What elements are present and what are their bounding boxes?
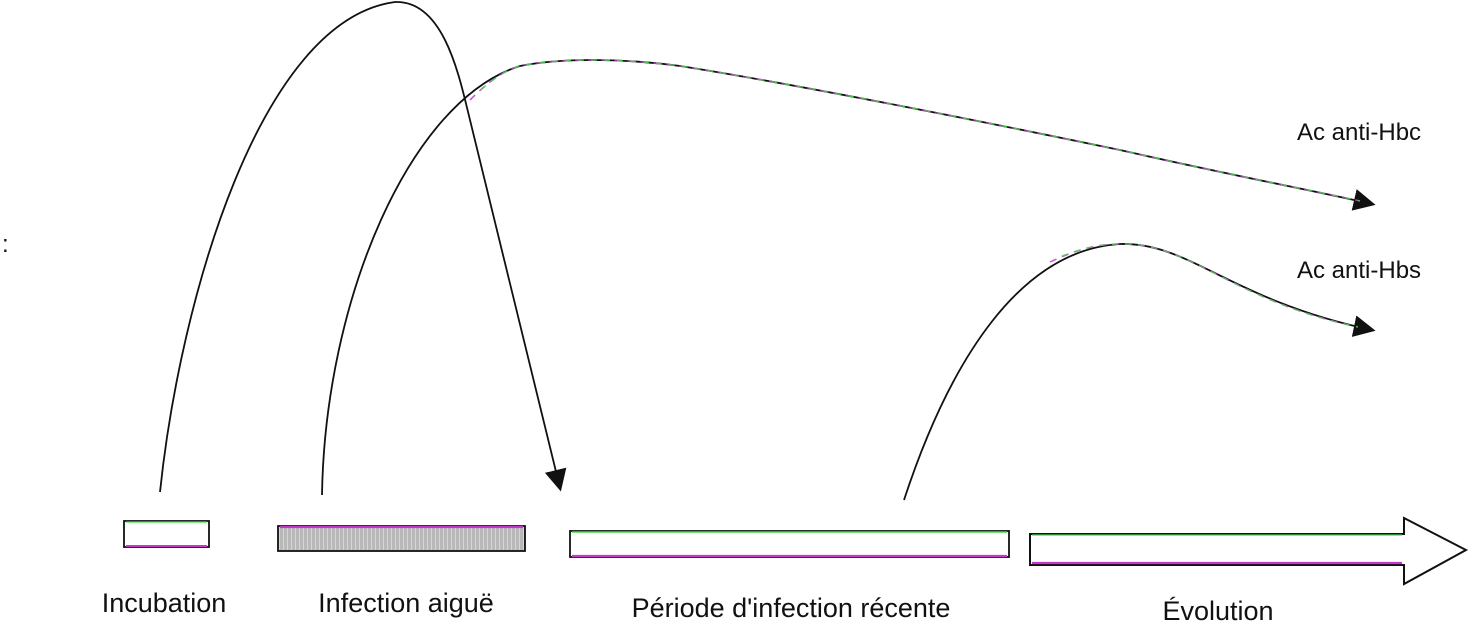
- phase-box-recent-infection: [569, 530, 1010, 558]
- curve-ac-anti-hbc: [321, 59, 1376, 496]
- label-evolution: Évolution: [1162, 596, 1273, 626]
- curve-ac-anti-hbc-color-overlay: [469, 59, 1361, 202]
- curve-ac-anti-hbc-color-overlay-2: [475, 59, 1361, 202]
- label-ac-anti-hbc: Ac anti-Hbc: [1297, 119, 1421, 146]
- label-incubation: Incubation: [102, 588, 227, 618]
- label-ac-anti-hbs: Ac anti-Hbs: [1297, 257, 1421, 284]
- phase-box-acute-infection: [277, 525, 526, 552]
- curve-ac-anti-hbs-color-overlay-2: [1054, 243, 1359, 328]
- label-recent-infection: Période d'infection récente: [632, 593, 951, 623]
- label-acute-infection: Infection aiguë: [318, 588, 494, 618]
- phase-arrow-evolution: [1029, 516, 1469, 586]
- stray-colon-mark: :: [2, 231, 9, 258]
- curve-incubation-to-acute: [159, 1, 567, 493]
- phase-box-incubation: [123, 520, 210, 548]
